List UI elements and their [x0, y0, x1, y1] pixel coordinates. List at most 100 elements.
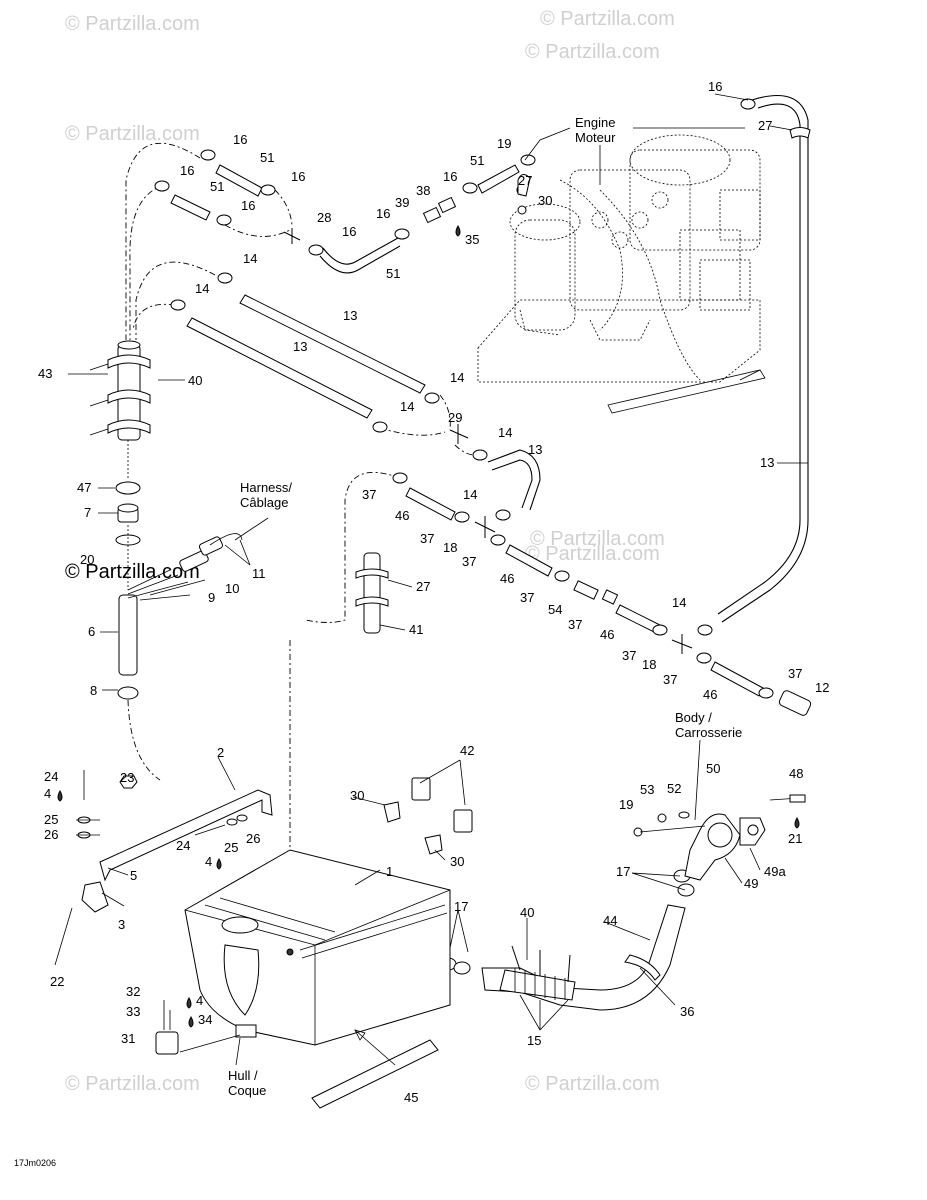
- callout-50: 50: [706, 761, 720, 776]
- callout-36: 36: [680, 1004, 694, 1019]
- callout-15: 15: [527, 1033, 541, 1048]
- callout-14: 14: [450, 370, 464, 385]
- callout-13: 13: [293, 339, 307, 354]
- callout-20: 20: [80, 552, 94, 567]
- callout-11: 11: [252, 566, 266, 581]
- callout-25: 25: [224, 840, 238, 855]
- bracket-2: [54, 770, 273, 966]
- callout-51: 51: [260, 150, 274, 165]
- drop-icon: [794, 816, 800, 829]
- callout-43: 43: [38, 366, 52, 381]
- callout-10: 10: [225, 581, 239, 596]
- callout-16: 16: [233, 132, 247, 147]
- callout-17: 17: [454, 899, 468, 914]
- callout-14: 14: [400, 399, 414, 414]
- callout-19: 19: [619, 797, 633, 812]
- callout-4: 4: [205, 854, 212, 869]
- callout-4: 4: [196, 993, 203, 1008]
- callout-14: 14: [498, 425, 512, 440]
- callout-8: 8: [90, 683, 97, 698]
- heading-carrosserie: Carrosserie: [675, 725, 742, 740]
- hoses-51: [170, 164, 520, 274]
- callout-5: 5: [130, 868, 137, 883]
- callout-51: 51: [470, 153, 484, 168]
- wiring: [127, 533, 243, 599]
- callout-6: 6: [88, 624, 95, 639]
- diagram-code: 17Jm0206: [14, 1158, 56, 1168]
- watermark: © Partzilla.com: [530, 528, 665, 550]
- callout-14: 14: [243, 251, 257, 266]
- callout-35: 35: [465, 232, 479, 247]
- callout-51: 51: [210, 179, 224, 194]
- callout-34: 34: [198, 1012, 212, 1027]
- callout-14: 14: [195, 281, 209, 296]
- callout-14: 14: [672, 595, 686, 610]
- callout-18: 18: [642, 657, 656, 672]
- heading-cablage: Câblage: [240, 495, 288, 510]
- callout-37: 37: [520, 590, 534, 605]
- callout-16: 16: [342, 224, 356, 239]
- callout-41: 41: [409, 622, 423, 637]
- callout-16: 16: [376, 206, 390, 221]
- callout-30: 30: [450, 854, 464, 869]
- callout-52: 52: [667, 781, 681, 796]
- hose-13-right: [717, 95, 809, 623]
- callout-37: 37: [462, 554, 476, 569]
- callout-54: 54: [548, 602, 562, 617]
- drop-icon: [188, 1015, 194, 1028]
- callout-1: 1: [386, 864, 393, 879]
- clips: [355, 127, 811, 634]
- callout-3: 3: [118, 917, 125, 932]
- callout-37: 37: [568, 617, 582, 632]
- callout-27: 27: [758, 118, 772, 133]
- drop-icon: [216, 857, 222, 870]
- callout-28: 28: [317, 210, 331, 225]
- callout-13: 13: [760, 455, 774, 470]
- callouts: 16 51 16 16 51 16 28 16 51 16 39 38 16 5…: [38, 79, 829, 1105]
- drop-icon: [186, 996, 192, 1009]
- callout-30: 30: [350, 788, 364, 803]
- callout-24: 24: [44, 769, 58, 784]
- hull-parts: [155, 1000, 257, 1055]
- callout-49: 49: [744, 876, 758, 891]
- callout-27: 27: [518, 173, 532, 188]
- callout-39: 39: [395, 195, 409, 210]
- callout-7: 7: [84, 505, 91, 520]
- callout-49a: 49a: [764, 864, 786, 879]
- callout-16: 16: [241, 198, 255, 213]
- callout-32: 32: [126, 984, 140, 999]
- mounting-hardware: [383, 777, 473, 855]
- callout-29: 29: [448, 410, 462, 425]
- strap-45: [311, 1029, 439, 1109]
- callout-37: 37: [788, 666, 802, 681]
- drop-icon: [455, 224, 461, 237]
- filler-assembly: [481, 794, 806, 1011]
- headings: Engine Moteur Harness/ Câblage Body / Ca…: [228, 115, 742, 1098]
- callout-19: 19: [497, 136, 511, 151]
- callout-9: 9: [208, 590, 215, 605]
- callout-31: 31: [121, 1031, 135, 1046]
- watermark: © Partzilla.com: [65, 1073, 200, 1095]
- callout-16: 16: [180, 163, 194, 178]
- callout-13: 13: [343, 308, 357, 323]
- watermark: © Partzilla.com: [525, 1073, 660, 1095]
- callout-44: 44: [603, 913, 617, 928]
- fuel-tank: [184, 849, 451, 1046]
- callout-23: 23: [120, 770, 134, 785]
- heading-coque: Coque: [228, 1083, 266, 1098]
- vent-lines: [125, 142, 476, 961]
- watermark-center: © Partzilla.com: [65, 561, 200, 583]
- callout-22: 22: [50, 974, 64, 989]
- callout-27: 27: [416, 579, 430, 594]
- vent-stack: [89, 340, 151, 700]
- hoses-13-middle: [186, 294, 541, 511]
- callout-48: 48: [789, 766, 803, 781]
- callout-24: 24: [176, 838, 190, 853]
- callout-40: 40: [188, 373, 202, 388]
- callout-26: 26: [246, 831, 260, 846]
- callout-47: 47: [77, 480, 91, 495]
- watermark: © Partzilla.com: [540, 8, 675, 30]
- heading-moteur: Moteur: [575, 130, 616, 145]
- callout-26: 26: [44, 827, 58, 842]
